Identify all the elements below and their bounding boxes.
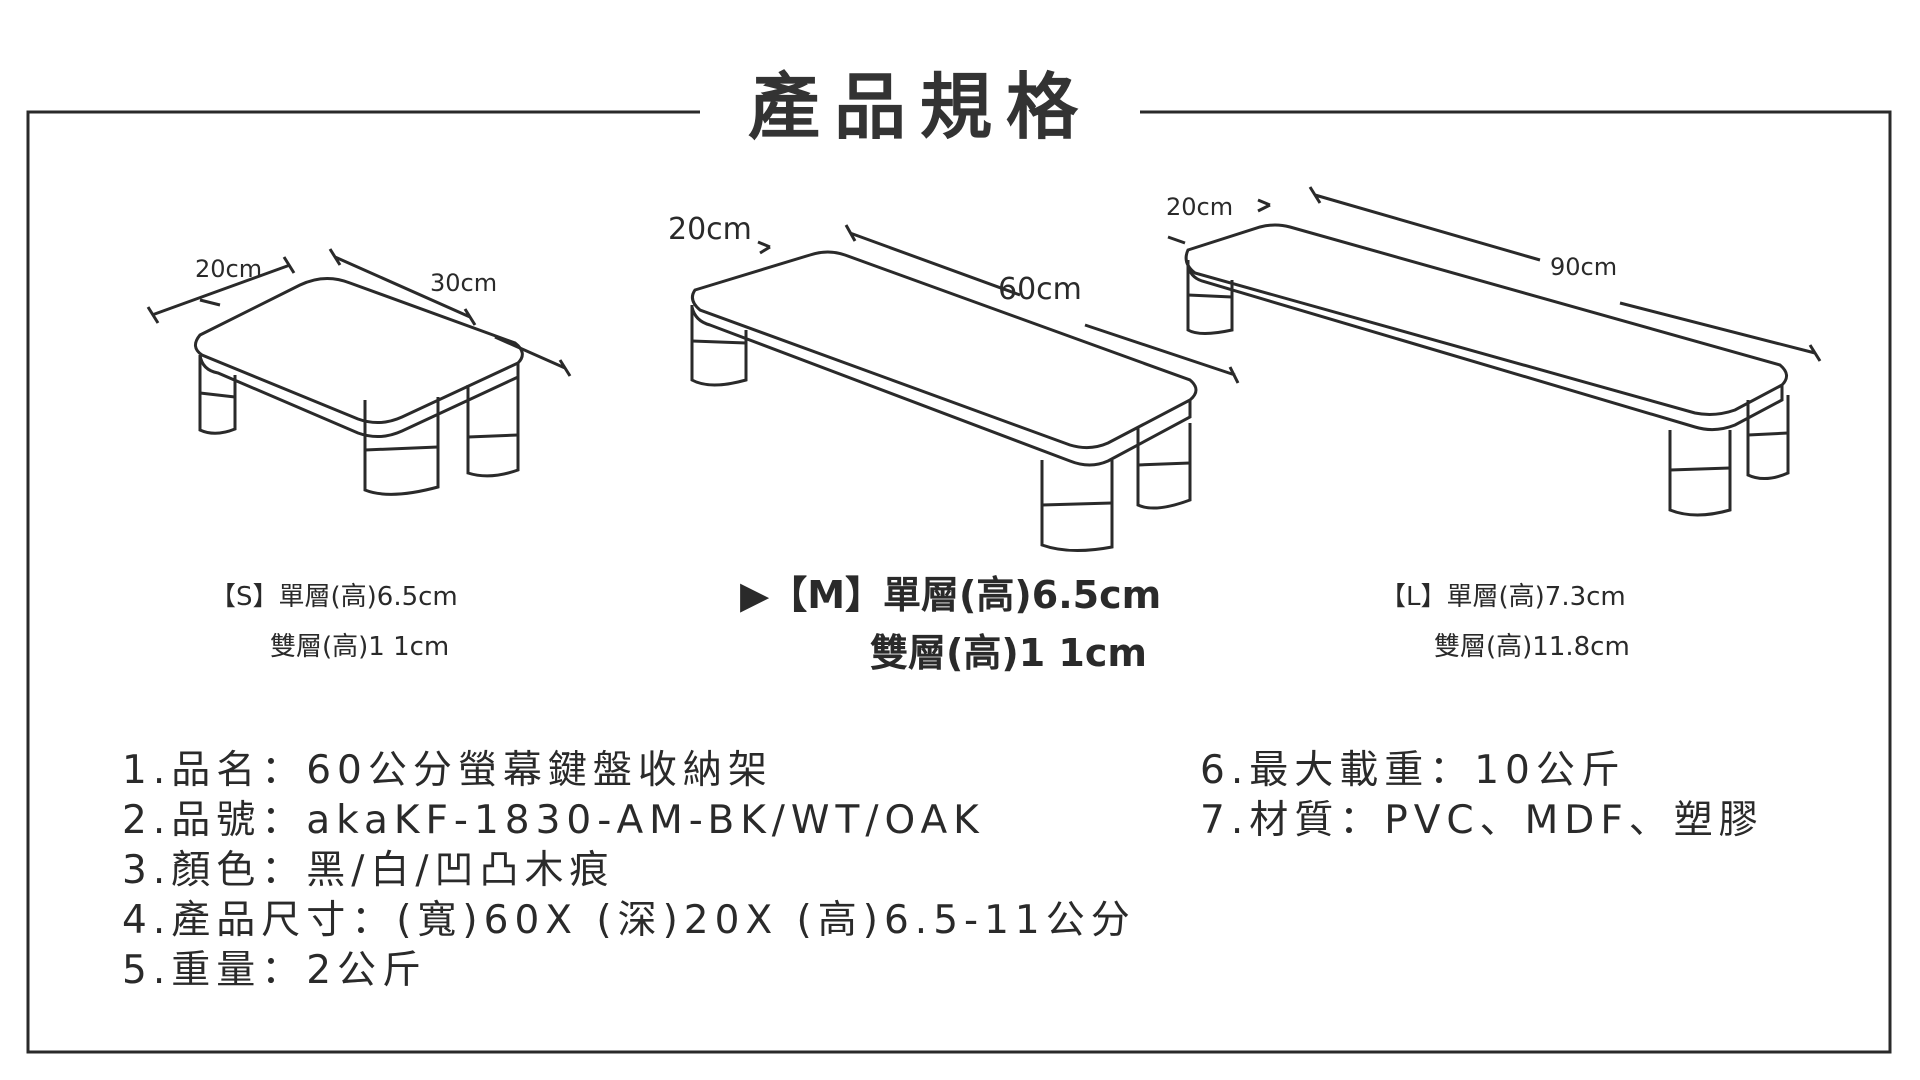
m-width-label: 60cm	[998, 272, 1082, 307]
size-s-double: 雙層(高)1 1cm	[270, 632, 450, 662]
spec-item: 7.材質：PVC、MDF、塑膠	[1200, 798, 1764, 843]
stand-l-illustration: 20cm 90cm	[1166, 186, 1822, 517]
l-width-label: 90cm	[1550, 253, 1617, 281]
l-depth-label: 20cm	[1166, 193, 1233, 221]
size-l-caption: 【L】單層(高)7.3cm 雙層(高)11.8cm	[1380, 572, 1630, 672]
size-m-caption: ▶【M】單層(高)6.5cm 雙層(高)1 1cm	[740, 566, 1161, 682]
size-m-double: 雙層(高)1 1cm	[870, 631, 1147, 675]
spec-item: 5.重量：2公斤	[122, 948, 428, 993]
stand-s-illustration: 20cm 30cm	[146, 248, 572, 496]
spec-item: 6.最大載重：10公斤	[1200, 748, 1626, 793]
m-depth-label: 20cm	[668, 212, 752, 247]
size-l-single: 【L】單層(高)7.3cm	[1380, 582, 1626, 612]
size-l-double: 雙層(高)11.8cm	[1434, 632, 1630, 662]
spec-item: 4.產品尺寸：(寬)60X (深)20X (高)6.5-11公分	[122, 898, 1136, 943]
spec-item: 1.品名：60公分螢幕鍵盤收納架	[122, 748, 773, 793]
s-depth-label: 20cm	[195, 255, 262, 283]
size-s-caption: 【S】單層(高)6.5cm 雙層(高)1 1cm	[210, 572, 458, 672]
selected-marker-icon: ▶	[740, 573, 770, 617]
size-m-single: 【M】單層(高)6.5cm	[769, 573, 1162, 617]
size-s-single: 【S】單層(高)6.5cm	[210, 582, 458, 612]
stand-m-illustration: 20cm 60cm	[668, 212, 1240, 553]
spec-item: 2.品號：akaKF-1830-AM-BK/WT/OAK	[122, 798, 985, 843]
spec-list-left: 1.品名：60公分螢幕鍵盤收納架 2.品號：akaKF-1830-AM-BK/W…	[122, 746, 1172, 996]
spec-item: 3.顏色：黑/白/凹凸木痕	[122, 848, 615, 893]
s-width-label: 30cm	[430, 269, 497, 297]
page-title: 產品規格	[700, 62, 1140, 152]
spec-list-right: 6.最大載重：10公斤 7.材質：PVC、MDF、塑膠	[1200, 746, 1860, 846]
